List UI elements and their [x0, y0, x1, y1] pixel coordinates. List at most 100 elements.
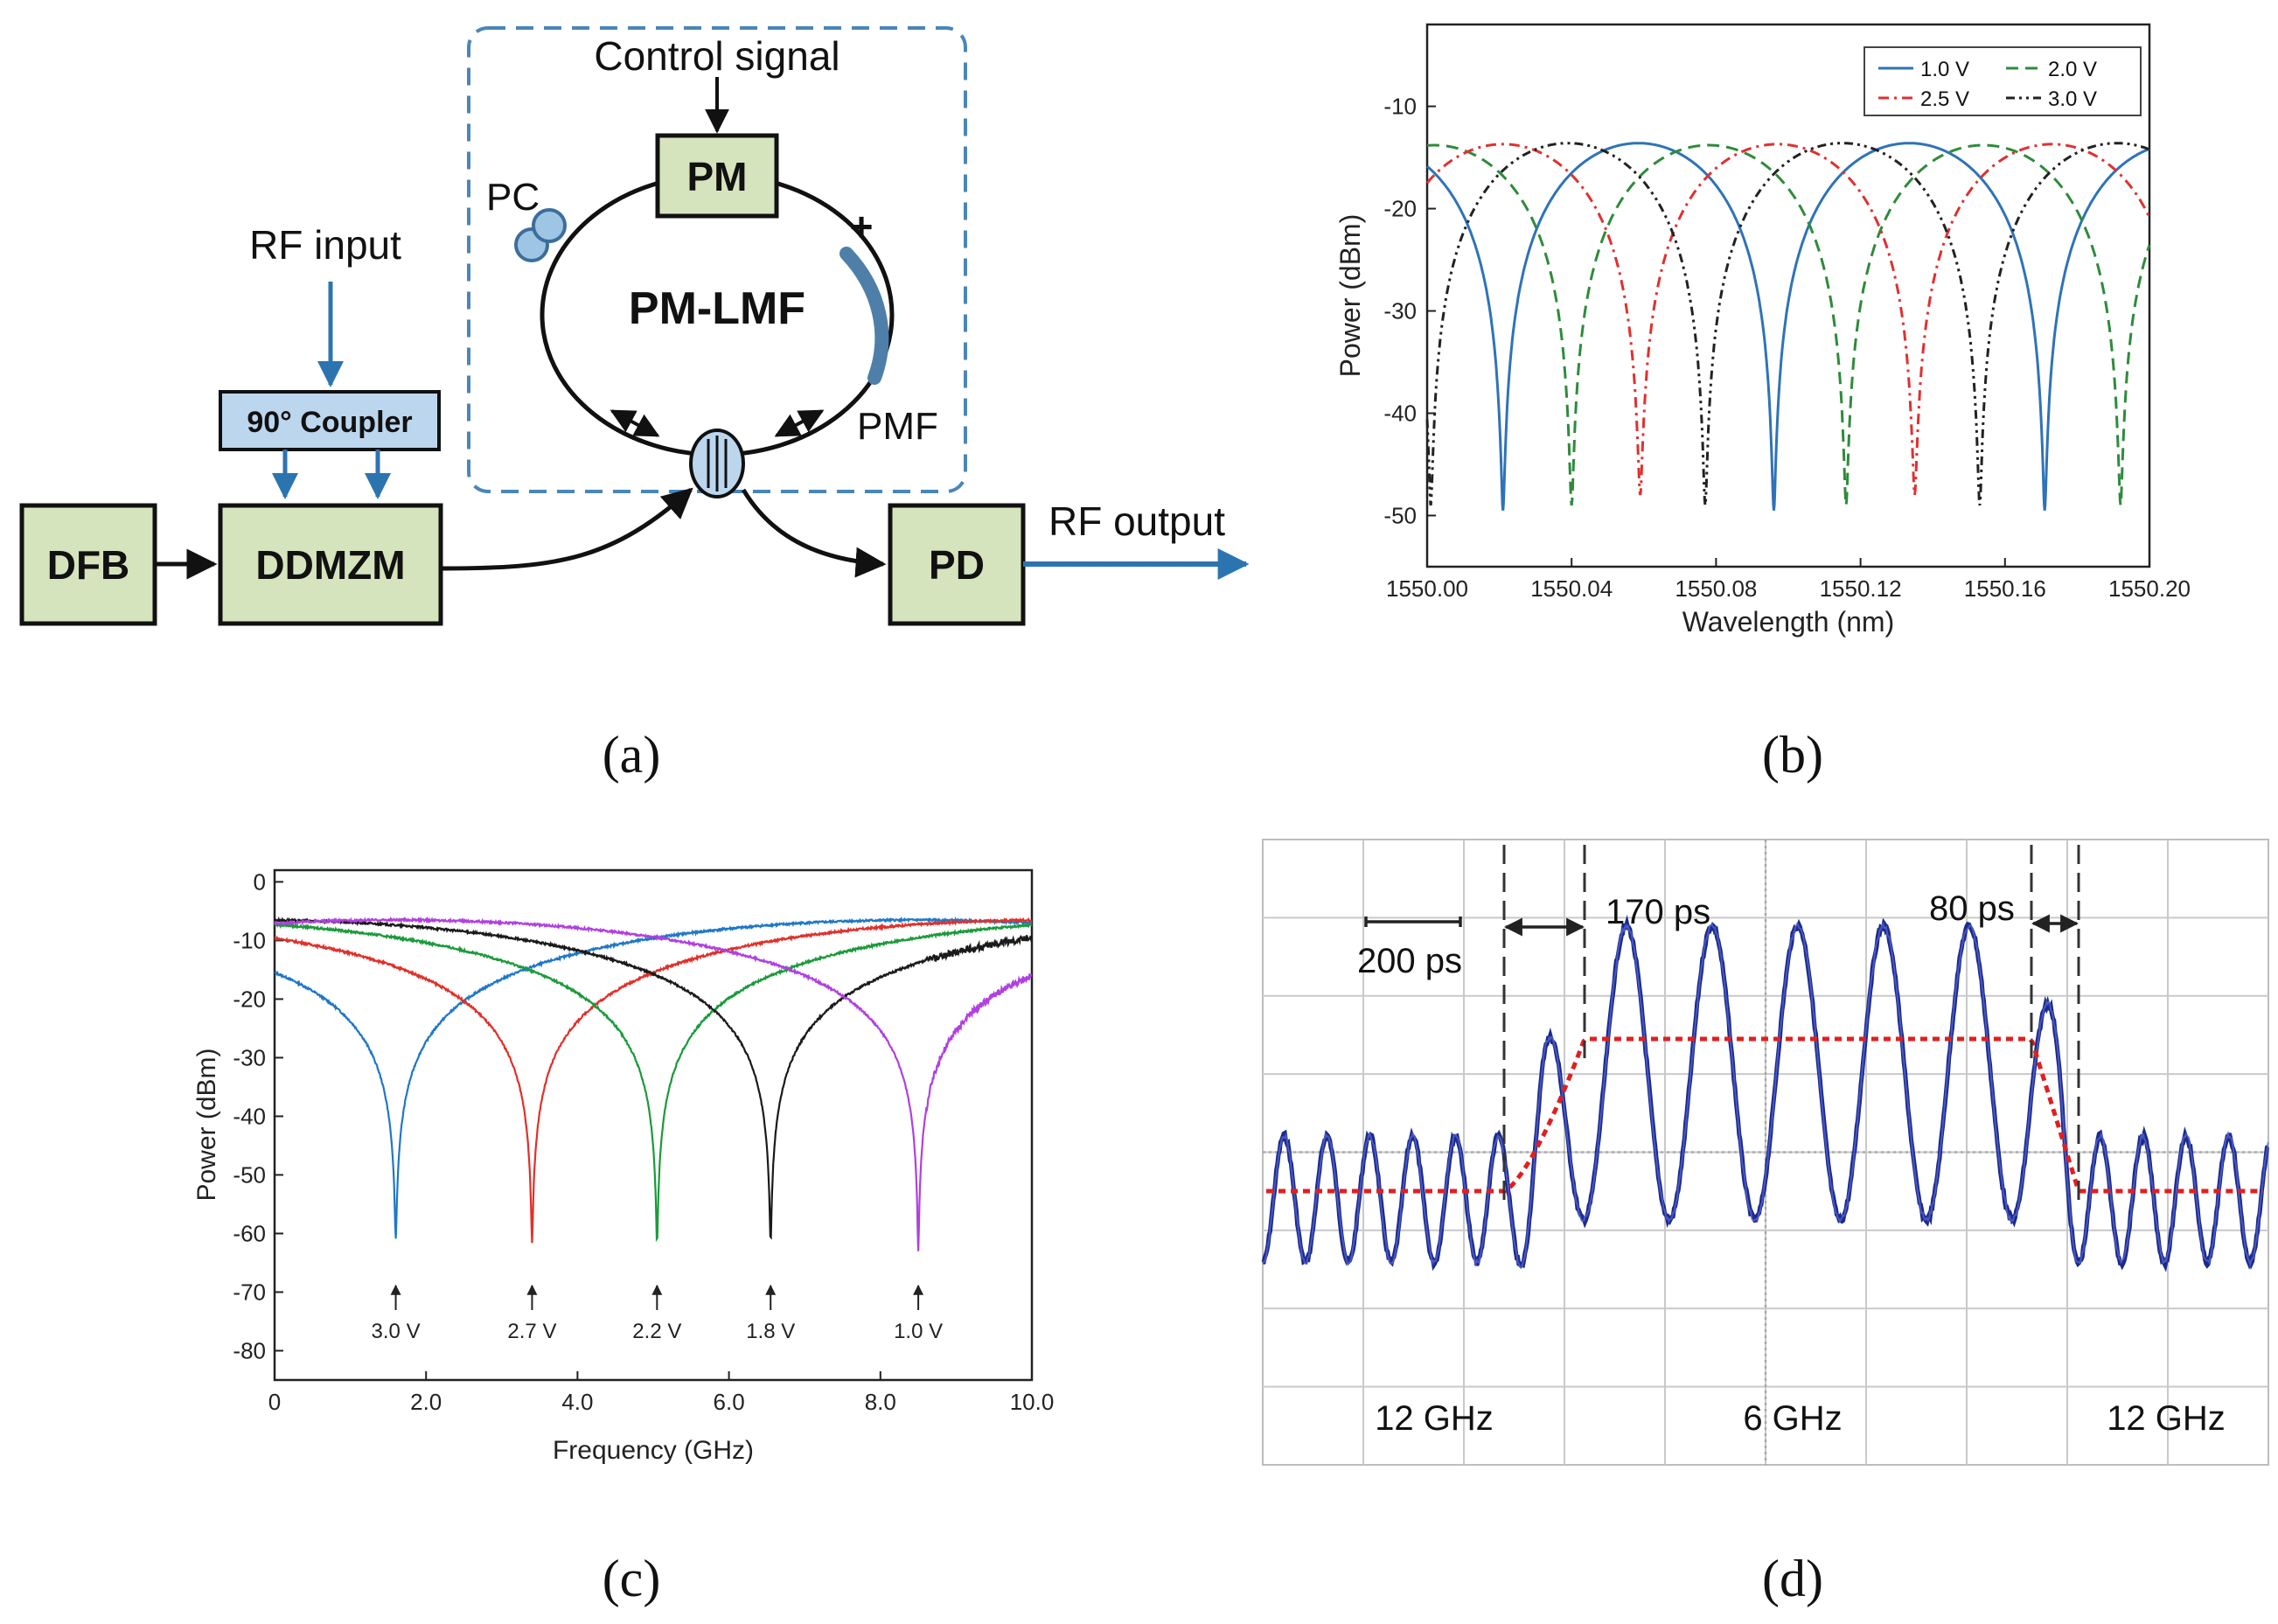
pd-box — [888, 503, 1026, 626]
series-line-c-4 — [273, 916, 1033, 1251]
series-line-b-0 — [1426, 142, 2150, 511]
scale-bar — [1364, 917, 1462, 927]
pc-label: PC — [486, 176, 540, 219]
coupler-90-label: 90° Coupler — [247, 406, 412, 439]
y-tick-label-b: -30 — [1383, 298, 1417, 324]
fall-time-label: 80 ps — [1929, 889, 2015, 928]
x-tick-label-c: 2.0 — [410, 1389, 442, 1415]
x-tick-label-c: 8.0 — [865, 1389, 896, 1415]
series-line-b-1 — [1426, 143, 2151, 505]
caption-c: (c) — [603, 1550, 661, 1607]
loop-arrow-right — [774, 409, 825, 437]
voltage-label: 1.0 V — [894, 1320, 943, 1343]
left-frequency-label: 12 GHz — [1375, 1399, 1494, 1438]
voltage-label: 2.7 V — [507, 1320, 556, 1343]
envelope-line — [1266, 1036, 2263, 1194]
y-tick-label-c: -40 — [233, 1103, 266, 1129]
rise-time-label: 170 ps — [1606, 893, 1710, 931]
ddmzm-label: DDMZM — [255, 542, 405, 588]
control-signal-label: Control signal — [594, 33, 839, 79]
x-axis-label-c: Frequency (GHz) — [553, 1436, 754, 1465]
y-tick-label-b: -40 — [1383, 401, 1417, 427]
coupler-90-box — [219, 390, 441, 451]
scope-trace-noise — [1262, 921, 2269, 1269]
series-line-c-3 — [274, 917, 1033, 1240]
y-tick-label-c: -60 — [233, 1220, 266, 1246]
x-tick-label-c: 10.0 — [1010, 1389, 1055, 1415]
loop-arrow-left — [610, 409, 660, 437]
rf-input-label: RF input — [249, 222, 401, 268]
y-tick-label-b: -10 — [1383, 94, 1417, 120]
x-tick-label-b: 1550.04 — [1530, 575, 1613, 602]
pd-label: PD — [929, 542, 985, 588]
voltage-annotations-c: 3.0 V 2.7 V 2.2 V 1.8 V 1.0 V — [372, 1284, 943, 1343]
scope-grid — [1263, 840, 2268, 1465]
series-lines-c — [273, 916, 1033, 1251]
x-tick-label-b: 1550.12 — [1820, 575, 1902, 602]
right-frequency-label: 12 GHz — [2107, 1399, 2226, 1438]
voltage-label: 3.0 V — [372, 1320, 421, 1343]
scope-trace — [1261, 915, 2270, 1272]
series-line-c-1 — [274, 917, 1033, 1244]
legend-label-2-5v: 2.5 V — [1920, 87, 1969, 111]
pc-paddle-2 — [532, 208, 567, 243]
y-tick-label-c: -10 — [233, 927, 266, 953]
y-axis-label-c: Power (dBm) — [192, 1048, 221, 1201]
dfb-box — [19, 503, 157, 626]
panel-d-waveform: 200 ps 170 ps 80 ps 12 GHz 6 GHz 12 GHz — [1261, 839, 2270, 1466]
series-line-c-0 — [274, 916, 1033, 1239]
dashed-loop-box — [467, 26, 967, 493]
y-tick-label-c: 0 — [254, 868, 266, 895]
y-tick-label-c: -70 — [233, 1279, 266, 1305]
x-tick-label-b: 1550.20 — [2108, 575, 2191, 602]
x-axis-label-b: Wavelength (nm) — [1682, 606, 1894, 638]
y-tick-label-c: -30 — [233, 1044, 266, 1070]
loop-label: PM-LMF — [629, 283, 805, 334]
scale-bar-label: 200 ps — [1357, 942, 1462, 980]
y-axis-label-b: Power (dBm) — [1334, 214, 1366, 378]
pm-label: PM — [687, 154, 748, 199]
x-tick-label-c: 0 — [268, 1389, 281, 1415]
pm-box — [655, 133, 779, 219]
x-tick-label-c: 4.0 — [561, 1389, 593, 1415]
legend-label-2v: 2.0 V — [2048, 58, 2097, 81]
series-line-b-3 — [1425, 142, 2150, 505]
plot-frame-b — [1425, 23, 2151, 568]
caption-a: (a) — [603, 726, 661, 784]
timing-markers — [1502, 845, 2080, 1200]
x-tick-label-b: 1550.16 — [1964, 575, 2046, 602]
series-lines-b — [1425, 142, 2151, 511]
middle-frequency-label: 6 GHz — [1743, 1399, 1842, 1438]
axis-ticks-b: 1550.00 1550.04 1550.08 1550.12 1550.16 1550.… — [1383, 94, 2191, 602]
x-tick-label-b: 1550.08 — [1675, 575, 1757, 602]
legend-b: 1.0 V 2.0 V 2.5 V 3.0 V — [1864, 46, 2142, 116]
legend-label-3v: 3.0 V — [2048, 87, 2097, 111]
dfb-label: DFB — [47, 542, 130, 588]
series-line-b-2 — [1425, 143, 2151, 496]
y-tick-label-c: -80 — [233, 1337, 266, 1363]
panel-a-diagram: PM Control signal PC + PM-LMF PMF RF inp… — [19, 26, 1250, 626]
ddmzm-box — [218, 503, 443, 626]
x-tick-label-c: 6.0 — [714, 1389, 745, 1415]
x-tick-label-b: 1550.00 — [1386, 575, 1468, 602]
pmf-label: PMF — [857, 405, 938, 448]
y-tick-label-b: -20 — [1383, 196, 1417, 222]
legend-box-b — [1864, 46, 2142, 116]
coupler-to-pd — [741, 488, 887, 578]
plot-frame-c — [273, 868, 1034, 1382]
series-line-c-2 — [274, 921, 1033, 1243]
polarizer-mark: + — [850, 204, 874, 249]
caption-d: (d) — [1762, 1550, 1823, 1607]
voltage-label: 2.2 V — [632, 1320, 681, 1343]
y-tick-label-c: -20 — [233, 986, 266, 1012]
caption-b: (b) — [1762, 726, 1823, 784]
pmf-segment — [839, 247, 889, 385]
rf-output-label: RF output — [1048, 498, 1225, 544]
voltage-label: 1.8 V — [746, 1320, 795, 1343]
legend-label-1v: 1.0 V — [1920, 58, 1969, 81]
envelope-dotted-line — [1266, 1036, 2263, 1194]
panel-b-chart: 1550.00 1550.04 1550.08 1550.12 1550.16 1550.… — [1334, 23, 2191, 638]
